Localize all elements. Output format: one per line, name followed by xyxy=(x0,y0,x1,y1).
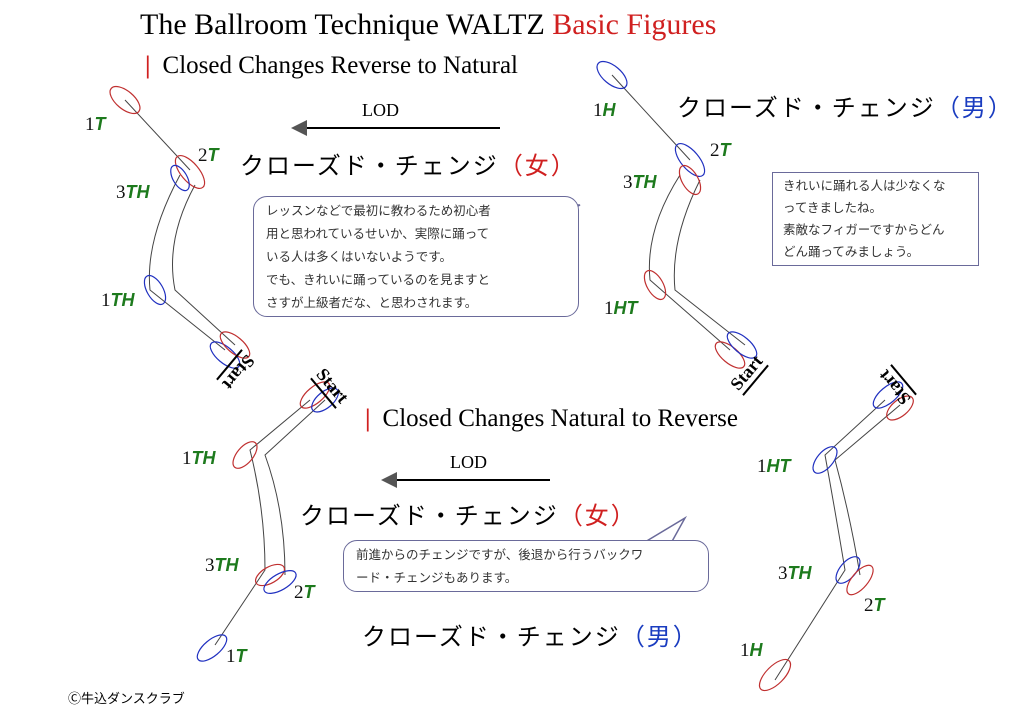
section1-title: |Closed Changes Reverse to Natural xyxy=(145,52,518,79)
woman-label-2: クローズド・チェンジ（女） xyxy=(300,502,637,530)
step-label: 1H xyxy=(593,100,616,121)
section2-title: |Closed Changes Natural to Reverse xyxy=(365,405,738,432)
step-label: 2T xyxy=(294,582,315,603)
feet-top-right xyxy=(596,60,758,369)
step-label: 1HT xyxy=(604,298,638,319)
step-label: 1H xyxy=(740,640,763,661)
step-label: 1T xyxy=(85,114,106,135)
step-label: 3TH xyxy=(778,563,812,584)
lod-label-1: LOD xyxy=(362,100,399,120)
page-title: The Ballroom Technique WALTZ Basic Figur… xyxy=(140,8,717,41)
path-bottom-left xyxy=(214,399,326,646)
step-label: 3TH xyxy=(623,172,657,193)
step-label: 3TH xyxy=(116,182,150,203)
copyright: Ⓒ牛込ダンスクラブ xyxy=(68,692,185,707)
man-label-1: クローズド・チェンジ（男） xyxy=(677,94,1014,122)
feet-top-left xyxy=(109,85,251,369)
step-label: 1HT xyxy=(757,456,791,477)
note-box: きれいに踊れる人は少なくなってきましたね。素敵なフィガーですからどんどん踊ってみ… xyxy=(772,172,979,266)
step-label: 1T xyxy=(226,646,247,667)
step-label: 1TH xyxy=(182,448,216,469)
step-label: 2T xyxy=(710,140,731,161)
woman-label-1: クローズド・チェンジ（女） xyxy=(240,152,577,180)
man-label-2: クローズド・チェンジ（男） xyxy=(362,623,699,651)
step-label: 2T xyxy=(198,145,219,166)
step-label: 2T xyxy=(864,595,885,616)
path-top-left xyxy=(124,99,236,351)
feet-bottom-right xyxy=(758,381,914,692)
bubble-tail-2 xyxy=(639,515,688,546)
feet-bottom-left xyxy=(196,381,339,662)
path-bottom-right xyxy=(774,399,901,681)
step-label: 3TH xyxy=(205,555,239,576)
speech-bubble-1: レッスンなどで最初に教わるため初心者用と思われているせいか、実際に踊っている人は… xyxy=(253,196,579,317)
speech-bubble-2: 前進からのチェンジですが、後退から行うバックワード・チェンジもあります。 xyxy=(343,540,709,592)
step-label: 1TH xyxy=(101,290,135,311)
lod-label-2: LOD xyxy=(450,452,487,472)
